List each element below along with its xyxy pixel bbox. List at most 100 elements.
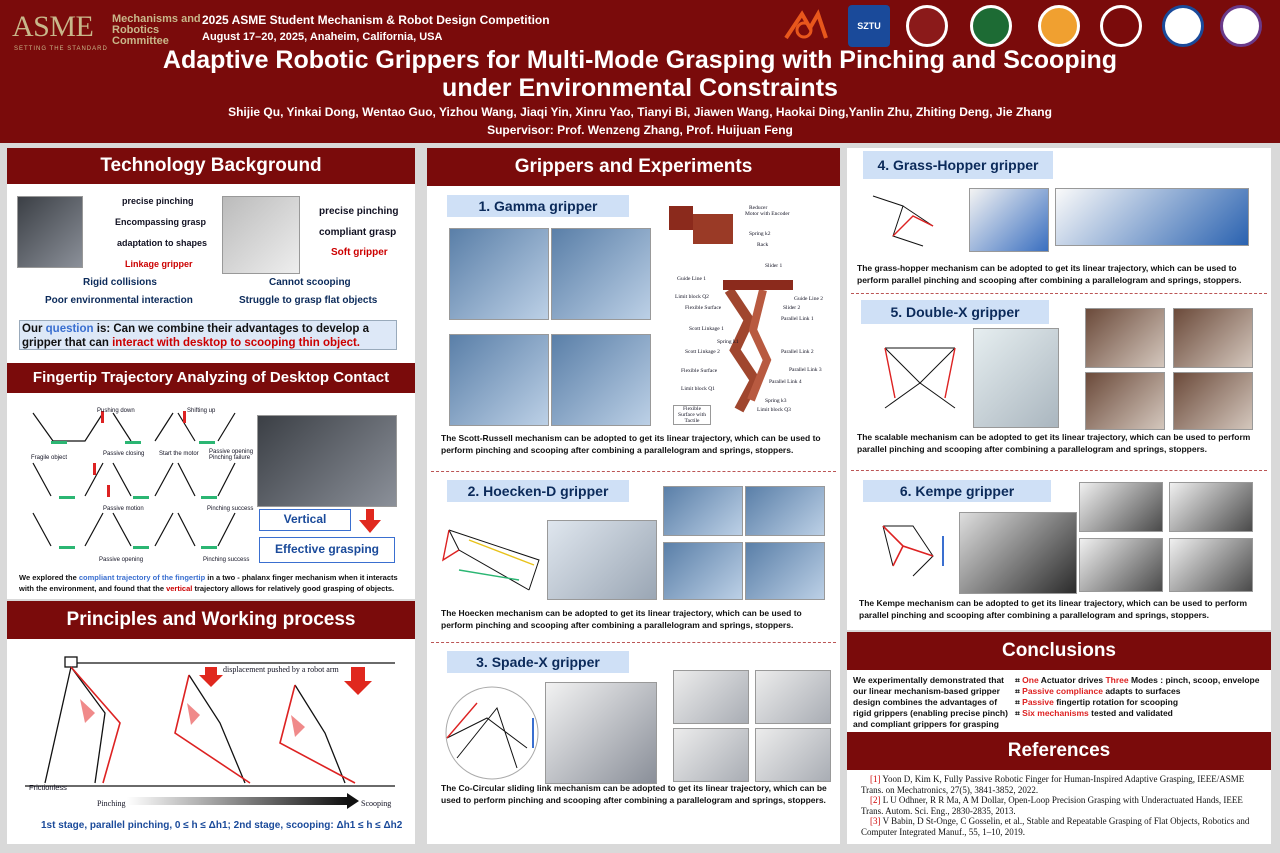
research-question: Our question is: Can we combine their ad… — [19, 320, 397, 350]
bullet-1: ⌗ One Actuator drives Three Modes : pinc… — [1015, 675, 1260, 685]
university-logo-3-icon — [970, 5, 1012, 47]
asme-wordmark: ASME — [12, 10, 94, 43]
double-x-diagram — [884, 347, 956, 409]
arrow-down-icon — [359, 509, 381, 533]
university-logo-2-icon — [906, 5, 948, 47]
university-logo-4-icon — [1038, 5, 1080, 47]
panel-title: Conclusions — [847, 632, 1271, 670]
divider — [851, 470, 1267, 471]
frictionless-label: Frictionless — [29, 783, 67, 792]
feature-text: precise pinching — [319, 206, 399, 217]
divider — [431, 471, 836, 472]
lab-logo-icon — [784, 9, 828, 40]
reference-item: [2] L U Odhner, R R Ma, A M Dollar, Open… — [861, 795, 1243, 816]
pinch-scoop-arrow — [127, 797, 347, 805]
mech-label: Limit block Q2 — [675, 294, 709, 300]
kempe-gripper-title: 6. Kempe gripper — [863, 480, 1051, 502]
diagram-label: Passive closing — [103, 451, 145, 457]
con-text: Struggle to grasp flat objects — [239, 295, 378, 306]
hoecken-exp-1 — [663, 486, 743, 536]
double-x-exp-2 — [1173, 308, 1253, 368]
reference-list: [1] Yoon D, Kim K, Fully Passive Robotic… — [861, 774, 1267, 837]
linkage-gripper-photo — [17, 196, 83, 268]
mech-label: Spring k3 — [765, 398, 787, 404]
hoecken-gripper-title: 2. Hoecken-D gripper — [447, 480, 629, 502]
spade-exp-4 — [755, 728, 831, 782]
grasshopper-caption: The grass-hopper mechanism can be adopte… — [857, 263, 1242, 285]
feature-text: Encompassing grasp — [115, 217, 207, 227]
feature-text: adaptation to shapes — [117, 238, 208, 248]
grasshopper-diagram — [872, 195, 934, 247]
kempe-exp-4 — [1169, 538, 1253, 592]
grippers-panel: Grippers and Experiments 1. Gamma grippe… — [427, 148, 840, 844]
divider — [851, 293, 1267, 294]
committee-name: Mechanisms and Robotics Committee — [112, 13, 201, 47]
gamma-photo-2 — [551, 228, 651, 320]
hoecken-exp-2 — [745, 486, 825, 536]
bullet-3: ⌗ Passive fingertip rotation for scoopin… — [1015, 697, 1179, 707]
mech-label: Reducer — [749, 205, 768, 211]
kempe-diagram — [882, 525, 944, 577]
mech-label: Parallel Link 1 — [781, 316, 814, 322]
sztu-logo: SZTU — [848, 5, 890, 47]
panel-title: Grippers and Experiments — [427, 148, 840, 186]
mech-label: Parallel Link 4 — [769, 379, 802, 385]
panel-title: Technology Background — [7, 148, 415, 184]
more-grippers-panel: 4. Grass-Hopper gripper The grass-hopper… — [847, 148, 1271, 630]
hoecken-photo — [547, 520, 657, 600]
diagram-label: Fragile object — [31, 455, 68, 461]
bullet-2: ⌗ Passive compliance adapts to surfaces — [1015, 686, 1181, 696]
mech-label: Scott Linkage 1 — [689, 326, 724, 332]
mech-label: Flexible Surface with Tactile — [673, 405, 711, 425]
mech-label: Motor with Encoder — [745, 211, 790, 217]
conclusion-bullets: ⌗ One Actuator drives Three Modes : pinc… — [1015, 675, 1269, 719]
diagram-label: Pinching success — [203, 557, 250, 563]
mech-label: Parallel Link 2 — [781, 349, 814, 355]
double-x-exp-4 — [1173, 372, 1253, 430]
conference-dates: August 17–20, 2025, Anaheim, California,… — [202, 31, 443, 43]
divider — [431, 642, 836, 643]
diagram-label: Start the motor — [159, 451, 199, 457]
trajectory-diagram — [32, 411, 236, 549]
kempe-exp-2 — [1169, 482, 1253, 532]
diagram-label: Shifting up — [187, 408, 216, 414]
fingertip-trajectory-panel: Fingertip Trajectory Analyzing of Deskto… — [7, 363, 415, 599]
poster-header: ASME SETTING THE STANDARD Mechanisms and… — [0, 0, 1280, 143]
reference-item: [3] V Babin, D St-Onge, C Gosselin, et a… — [861, 816, 1250, 837]
hoecken-exp-3 — [663, 542, 743, 600]
mech-label: Slider 1 — [765, 263, 783, 269]
mech-label: Flexible Surface — [685, 305, 722, 311]
diagram-label: Passive motion — [103, 506, 144, 512]
author-list: Shijie Qu, Yinkai Dong, Wentao Guo, Yizh… — [228, 105, 1052, 119]
hoecken-diagram — [441, 529, 540, 591]
mech-label: Parallel Link 3 — [789, 367, 822, 373]
asme-logo: ASME SETTING THE STANDARD Mechanisms and… — [8, 8, 201, 58]
double-x-photo — [973, 328, 1059, 428]
gamma-gripper-title: 1. Gamma gripper — [447, 195, 629, 217]
spade-diagram — [445, 686, 539, 780]
effective-grasping-label: Effective grasping — [259, 537, 395, 563]
principles-panel: Principles and Working process displacem… — [7, 601, 415, 844]
kempe-caption: The Kempe mechanism can be adopted to ge… — [859, 598, 1248, 620]
fingertip-photo — [257, 415, 397, 507]
mech-label: Spring k1 — [717, 339, 739, 345]
university-logo-5-icon — [1100, 5, 1142, 47]
diagram-label: Pushing down — [97, 408, 135, 414]
conclusions-panel: Conclusions We experimentally demonstrat… — [847, 632, 1271, 740]
double-x-exp-3 — [1085, 372, 1165, 430]
grasshopper-photo — [969, 188, 1049, 252]
spade-exp-1 — [673, 670, 749, 724]
gamma-mechanism-diagram — [669, 206, 793, 413]
gamma-photo-3 — [449, 334, 549, 426]
reference-item: [1] Yoon D, Kim K, Fully Passive Robotic… — [861, 774, 1245, 795]
double-x-gripper-title: 5. Double-X gripper — [861, 300, 1049, 324]
mech-label: Guide Line 2 — [794, 296, 824, 302]
spade-gripper-title: 3. Spade-X gripper — [447, 651, 629, 673]
gripper-name: Soft gripper — [331, 247, 388, 258]
spade-caption: The Co-Circular sliding link mechanism c… — [441, 783, 827, 805]
mech-label: Spring k2 — [749, 231, 771, 237]
mech-label: Slider 2 — [783, 305, 801, 311]
asme-tagline: SETTING THE STANDARD — [14, 46, 108, 52]
gamma-photo-4 — [551, 334, 651, 426]
panel-title: Fingertip Trajectory Analyzing of Deskto… — [7, 363, 415, 393]
